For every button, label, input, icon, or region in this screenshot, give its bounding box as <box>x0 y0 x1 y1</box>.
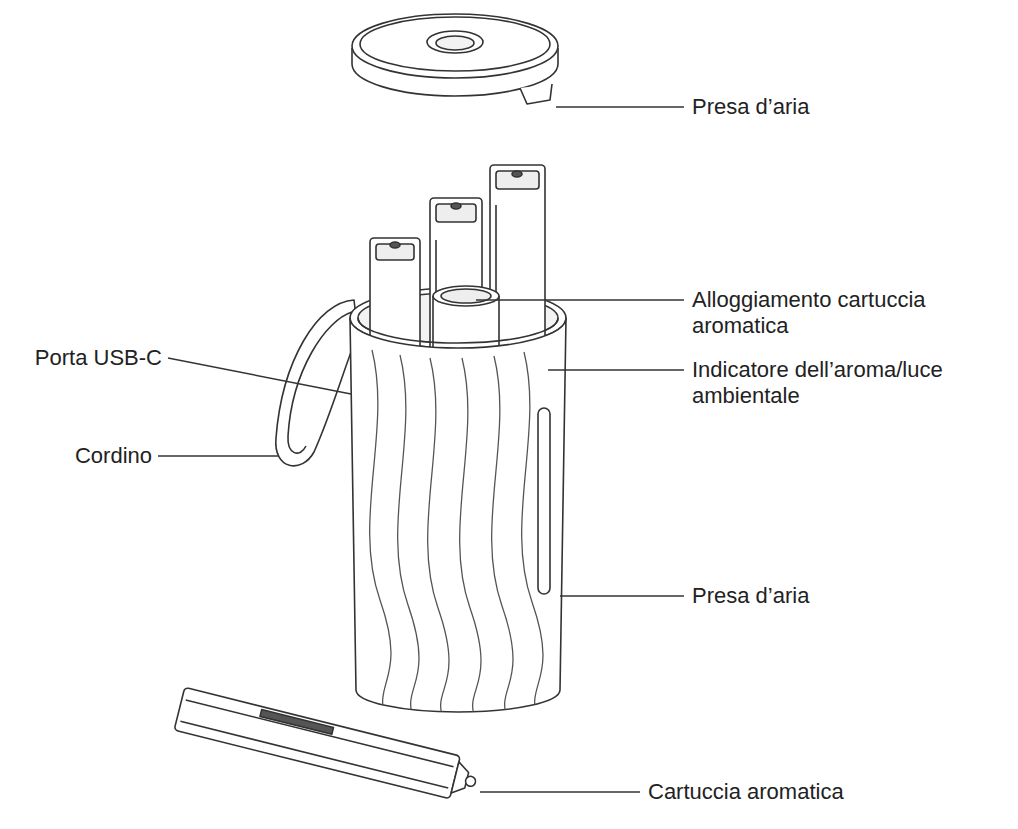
cup-waves <box>370 350 543 720</box>
lid-hole <box>427 31 483 53</box>
leader-line <box>168 358 351 394</box>
part-label: Porta USB-C <box>2 345 162 371</box>
loose-cartridge <box>174 687 481 803</box>
cartridge-nozzle <box>464 775 476 787</box>
lid-top <box>352 14 558 78</box>
cup-lip <box>358 318 558 343</box>
wave-line <box>460 358 481 720</box>
strap-inner <box>288 312 352 453</box>
leader-line <box>556 106 684 107</box>
wave-line <box>370 350 391 720</box>
strap <box>276 300 358 466</box>
lid-hole-inner <box>436 36 474 50</box>
cartridge-sticker <box>260 710 333 735</box>
lid-tab <box>520 84 552 104</box>
part-label: Presa d’aria <box>692 94 992 120</box>
leader-line <box>560 595 684 596</box>
cartridge-edge <box>180 721 448 788</box>
cartridge-hole <box>390 242 400 248</box>
leader-line <box>476 299 684 300</box>
cartridge-hole <box>451 203 461 209</box>
part-label: Cartuccia aromatica <box>648 779 1008 805</box>
wave-line <box>428 358 449 720</box>
wave-line <box>398 355 419 720</box>
wave-line <box>492 356 513 720</box>
part-label: Presa d’aria <box>692 583 992 609</box>
lid-ring <box>360 17 550 71</box>
drawing <box>174 14 566 804</box>
leader-line <box>548 369 684 370</box>
cartridge-cap <box>436 204 476 222</box>
part-label: Cordino <box>2 443 152 469</box>
cartridges-in-cup <box>370 165 545 352</box>
indicator-slot <box>538 408 550 594</box>
cartridge-cap <box>496 171 539 189</box>
cartridge-holder-top <box>433 286 499 306</box>
leader-line <box>480 791 640 792</box>
cup-body <box>350 318 566 712</box>
cartridge-hole <box>512 171 522 177</box>
cartridge-shell <box>174 687 460 798</box>
part-label: Alloggiamento cartuccia aromatica <box>692 287 1002 339</box>
lid <box>352 14 558 104</box>
part-label: Indicatore dell’aroma/luce ambientale <box>692 357 1002 409</box>
leader-lines <box>158 107 684 792</box>
cartridge-holder-slot <box>441 289 491 303</box>
leader-line <box>158 455 278 456</box>
